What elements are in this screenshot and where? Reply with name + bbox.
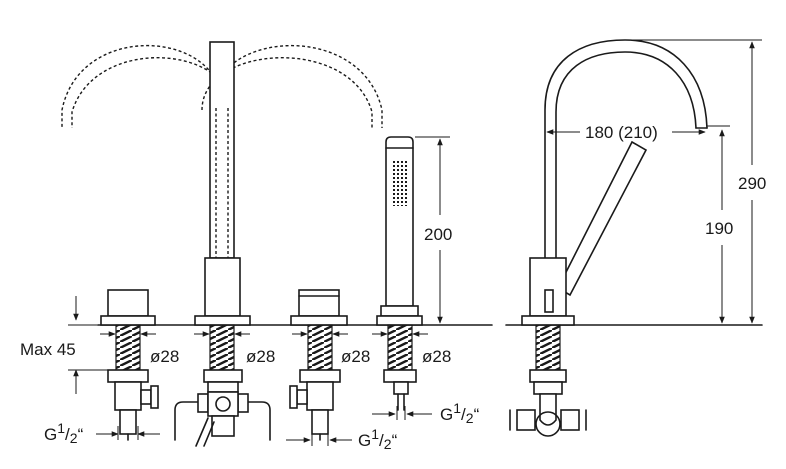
diameter-label-1: ø28 (150, 347, 179, 366)
front-view: Max 45 ø28 ø28 ø28 ø28 200 (20, 41, 493, 452)
side-spout-arc (544, 39, 708, 259)
left-valve-body (107, 369, 159, 441)
right-valve-body (289, 369, 341, 441)
thread-dimension-left (96, 426, 160, 440)
thread-label-left: G1/2“ (44, 420, 84, 446)
hand-shower-height-dimension (415, 136, 450, 324)
spout-swivel-arc-left (61, 44, 233, 128)
thread-label-middle: G1/2“ (358, 426, 398, 452)
hand-shower (376, 136, 423, 326)
spout-column (194, 41, 251, 326)
threaded-shanks (115, 324, 413, 371)
side-view: 180 (210) 290 190 (505, 39, 766, 437)
diameter-label-2: ø28 (246, 347, 275, 366)
max-height-dimension (68, 296, 108, 394)
hand-shower-height-label: 200 (424, 225, 452, 244)
spout-reach-dimension (544, 118, 730, 140)
side-lever-handle (556, 140, 648, 297)
center-diverter-body (174, 369, 271, 447)
thread-dimension-middle (286, 432, 352, 446)
right-valve-handle (290, 289, 348, 326)
side-body (509, 257, 587, 437)
thread-dimension-right (372, 406, 432, 420)
left-valve-handle (100, 289, 156, 326)
spout-height-label: 190 (705, 219, 733, 238)
diameter-label-4: ø28 (422, 347, 451, 366)
spout-reach-label: 180 (210) (585, 123, 658, 142)
total-height-dimension (628, 39, 762, 324)
max-height-label: Max 45 (20, 340, 76, 359)
hand-shower-connector (383, 369, 417, 411)
total-height-label: 290 (738, 174, 766, 193)
thread-label-right: G1/2“ (440, 400, 480, 426)
diameter-label-3: ø28 (341, 347, 370, 366)
